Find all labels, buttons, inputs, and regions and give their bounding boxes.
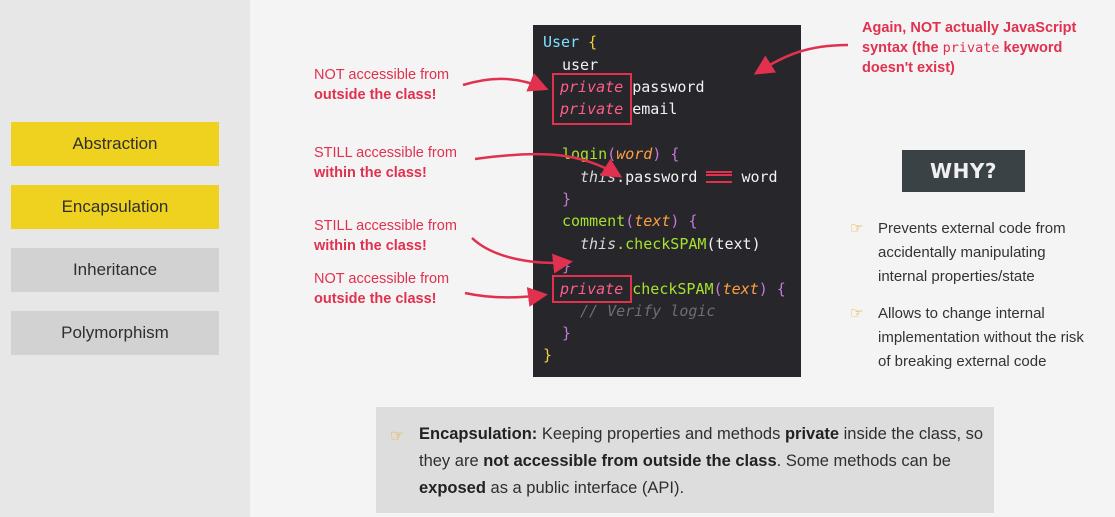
password-ref: .password bbox=[616, 168, 698, 186]
pointing-hand-icon: ☞ bbox=[390, 428, 405, 445]
sidebar-item-label: Encapsulation bbox=[61, 197, 169, 216]
sidebar-item-label: Abstraction bbox=[72, 134, 158, 153]
param-text: text bbox=[722, 280, 759, 298]
sidebar-item-label: Polymorphism bbox=[61, 323, 169, 342]
code-line-call: this.checkSPAM(text) bbox=[580, 235, 761, 253]
why-bullet-1: ☞ Prevents external code from accidental… bbox=[850, 217, 1095, 289]
note-not-accessible-1: NOT accessible from outside the class! bbox=[314, 67, 450, 103]
sidebar-item-abstraction[interactable]: Abstraction bbox=[11, 122, 219, 166]
why-bullet-2: ☞ Allows to change internal implementati… bbox=[850, 302, 1095, 374]
code-line-email: private email bbox=[560, 100, 677, 118]
note-not-javascript-syntax: Again, NOT actually JavaScript syntax (t… bbox=[862, 20, 1077, 76]
sidebar-item-inheritance[interactable]: Inheritance bbox=[11, 248, 219, 292]
checkspam-call: .checkSPAM bbox=[616, 235, 707, 253]
note-still-accessible-2: STILL accessible from within the class! bbox=[314, 218, 457, 254]
sidebar: Abstraction Encapsulation Inheritance Po… bbox=[0, 0, 250, 517]
open-brace: { bbox=[588, 33, 598, 51]
param-word: word bbox=[616, 145, 653, 163]
code-line-login: login(word) { bbox=[562, 145, 680, 163]
sidebar-item-polymorphism[interactable]: Polymorphism bbox=[11, 311, 219, 355]
pointing-hand-icon: ☞ bbox=[850, 305, 864, 322]
field-password: password bbox=[632, 78, 705, 96]
param-text: text bbox=[634, 212, 671, 230]
code-line-password: private password bbox=[560, 78, 705, 96]
method-login: login bbox=[562, 145, 608, 163]
private-method-highlight bbox=[552, 275, 632, 303]
code-line-class-close: } bbox=[543, 346, 553, 364]
code-line-close: } bbox=[562, 257, 572, 275]
code-line-class: User { bbox=[543, 33, 597, 51]
note-still-accessible-1: STILL accessible from within the class! bbox=[314, 145, 457, 181]
private-keyword: private bbox=[560, 100, 624, 118]
text-arg: (text) bbox=[706, 235, 761, 253]
private-keyword: private bbox=[560, 280, 624, 298]
code-block: User { user private password private ema… bbox=[533, 25, 801, 377]
code-line-user: user bbox=[562, 56, 598, 74]
arrow-icon bbox=[464, 287, 548, 307]
code-line-close: } bbox=[562, 324, 572, 342]
private-fields-highlight bbox=[552, 73, 632, 125]
sidebar-item-encapsulation[interactable]: Encapsulation bbox=[11, 185, 219, 229]
this-keyword: this bbox=[580, 168, 617, 186]
code-line-checkspam: private checkSPAM(text) { bbox=[560, 280, 786, 298]
class-name: User bbox=[543, 33, 580, 51]
pointing-hand-icon: ☞ bbox=[850, 220, 864, 237]
word-ref: word bbox=[741, 168, 778, 186]
arrow-icon bbox=[462, 73, 549, 92]
note-not-accessible-2: NOT accessible from outside the class! bbox=[314, 271, 450, 307]
method-comment: comment bbox=[562, 212, 626, 230]
private-keyword: private bbox=[560, 78, 624, 96]
summary-text: Encapsulation: Keeping properties and me… bbox=[419, 425, 984, 497]
field-user: user bbox=[562, 56, 599, 74]
this-keyword: this bbox=[580, 235, 617, 253]
code-line-comment: comment(text) { bbox=[562, 212, 698, 230]
code-comment: // Verify logic bbox=[580, 302, 716, 320]
code-line-compare: this.password word bbox=[580, 168, 778, 186]
why-badge: WHY? bbox=[902, 150, 1025, 192]
summary-box: ☞ Encapsulation: Keeping properties and … bbox=[376, 407, 994, 513]
strict-equals-operator bbox=[706, 170, 733, 183]
code-line-close: } bbox=[562, 190, 572, 208]
sidebar-item-label: Inheritance bbox=[72, 260, 158, 279]
field-email: email bbox=[632, 100, 678, 118]
method-checkspam: checkSPAM bbox=[632, 280, 714, 298]
